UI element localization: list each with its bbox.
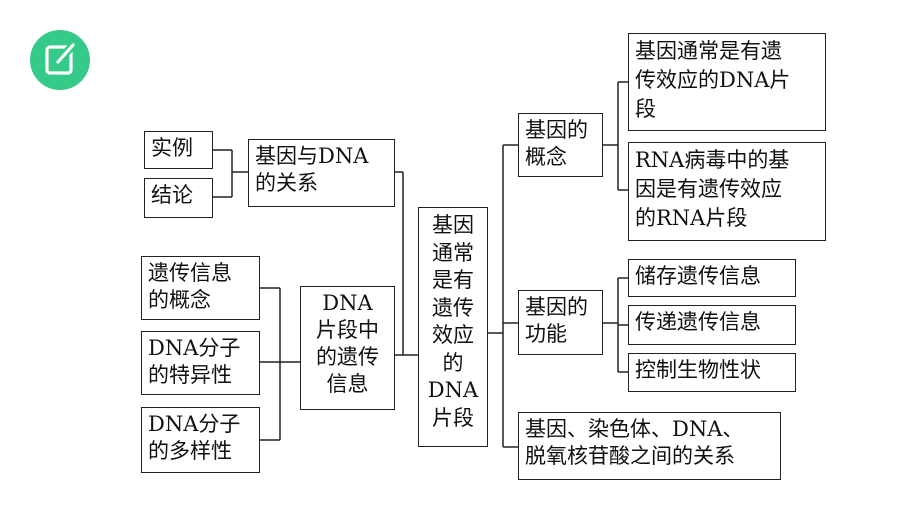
node-function-transmit: 传递遗传信息 bbox=[628, 305, 796, 345]
node-example: 实例 bbox=[144, 131, 213, 169]
edit-note-icon bbox=[30, 30, 90, 90]
node-gene-dna-relation: 基因与DNA 的关系 bbox=[248, 139, 395, 207]
node-dna-specificity: DNA分子 的特异性 bbox=[141, 331, 260, 395]
node-gene-concept-dna: 基因通常是有遗 传效应的DNA片 段 bbox=[628, 33, 826, 131]
node-gene-function: 基因的 功能 bbox=[518, 290, 603, 355]
node-center-definition: 基因 通常 是有 遗传 效应 的 DNA 片段 bbox=[418, 207, 488, 447]
node-gene-concept: 基因的 概念 bbox=[518, 113, 603, 177]
node-gene-relations: 基因、染色体、DNA、 脱氧核苷酸之间的关系 bbox=[518, 412, 781, 480]
node-genetic-info-concept: 遗传信息 的概念 bbox=[141, 256, 260, 320]
node-dna-info: DNA 片段中 的遗传 信息 bbox=[300, 286, 395, 410]
node-function-control: 控制生物性状 bbox=[628, 353, 796, 392]
node-dna-diversity: DNA分子 的多样性 bbox=[141, 407, 260, 473]
node-gene-concept-rna: RNA病毒中的基 因是有遗传效应 的RNA片段 bbox=[628, 142, 826, 241]
node-conclusion: 结论 bbox=[144, 178, 213, 218]
node-function-store: 储存遗传信息 bbox=[628, 259, 796, 297]
